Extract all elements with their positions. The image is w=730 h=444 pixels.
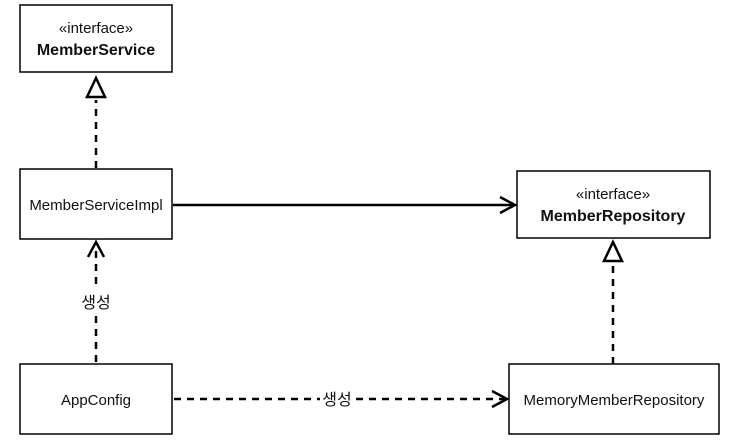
realization-arrowhead-service (85, 75, 107, 99)
association-arrowhead-repository (499, 195, 518, 215)
member-service-name: MemberService (37, 42, 155, 59)
create-label-horizontal: 생성 (322, 390, 351, 409)
member-repository-box[interactable]: «interface» MemberRepository (516, 170, 711, 239)
dependency-arrowhead-memory (491, 389, 510, 409)
member-service-impl-name: MemberServiceImpl (29, 197, 162, 214)
member-service-impl-box[interactable]: MemberServiceImpl (19, 168, 173, 240)
memory-member-repository-box[interactable]: MemoryMemberRepository (508, 363, 720, 435)
member-repository-stereotype: «interface» (576, 186, 650, 203)
app-config-box[interactable]: AppConfig (19, 363, 173, 435)
create-label-vertical: 생성 (81, 293, 110, 312)
app-config-name: AppConfig (61, 392, 131, 409)
memory-member-repository-name: MemoryMemberRepository (524, 392, 705, 409)
dependency-arrowhead-impl (86, 239, 106, 258)
member-repository-name: MemberRepository (541, 208, 686, 225)
member-service-stereotype: «interface» (59, 20, 133, 37)
member-service-box[interactable]: «interface» MemberService (19, 4, 173, 73)
realization-arrowhead-repository (602, 239, 624, 263)
